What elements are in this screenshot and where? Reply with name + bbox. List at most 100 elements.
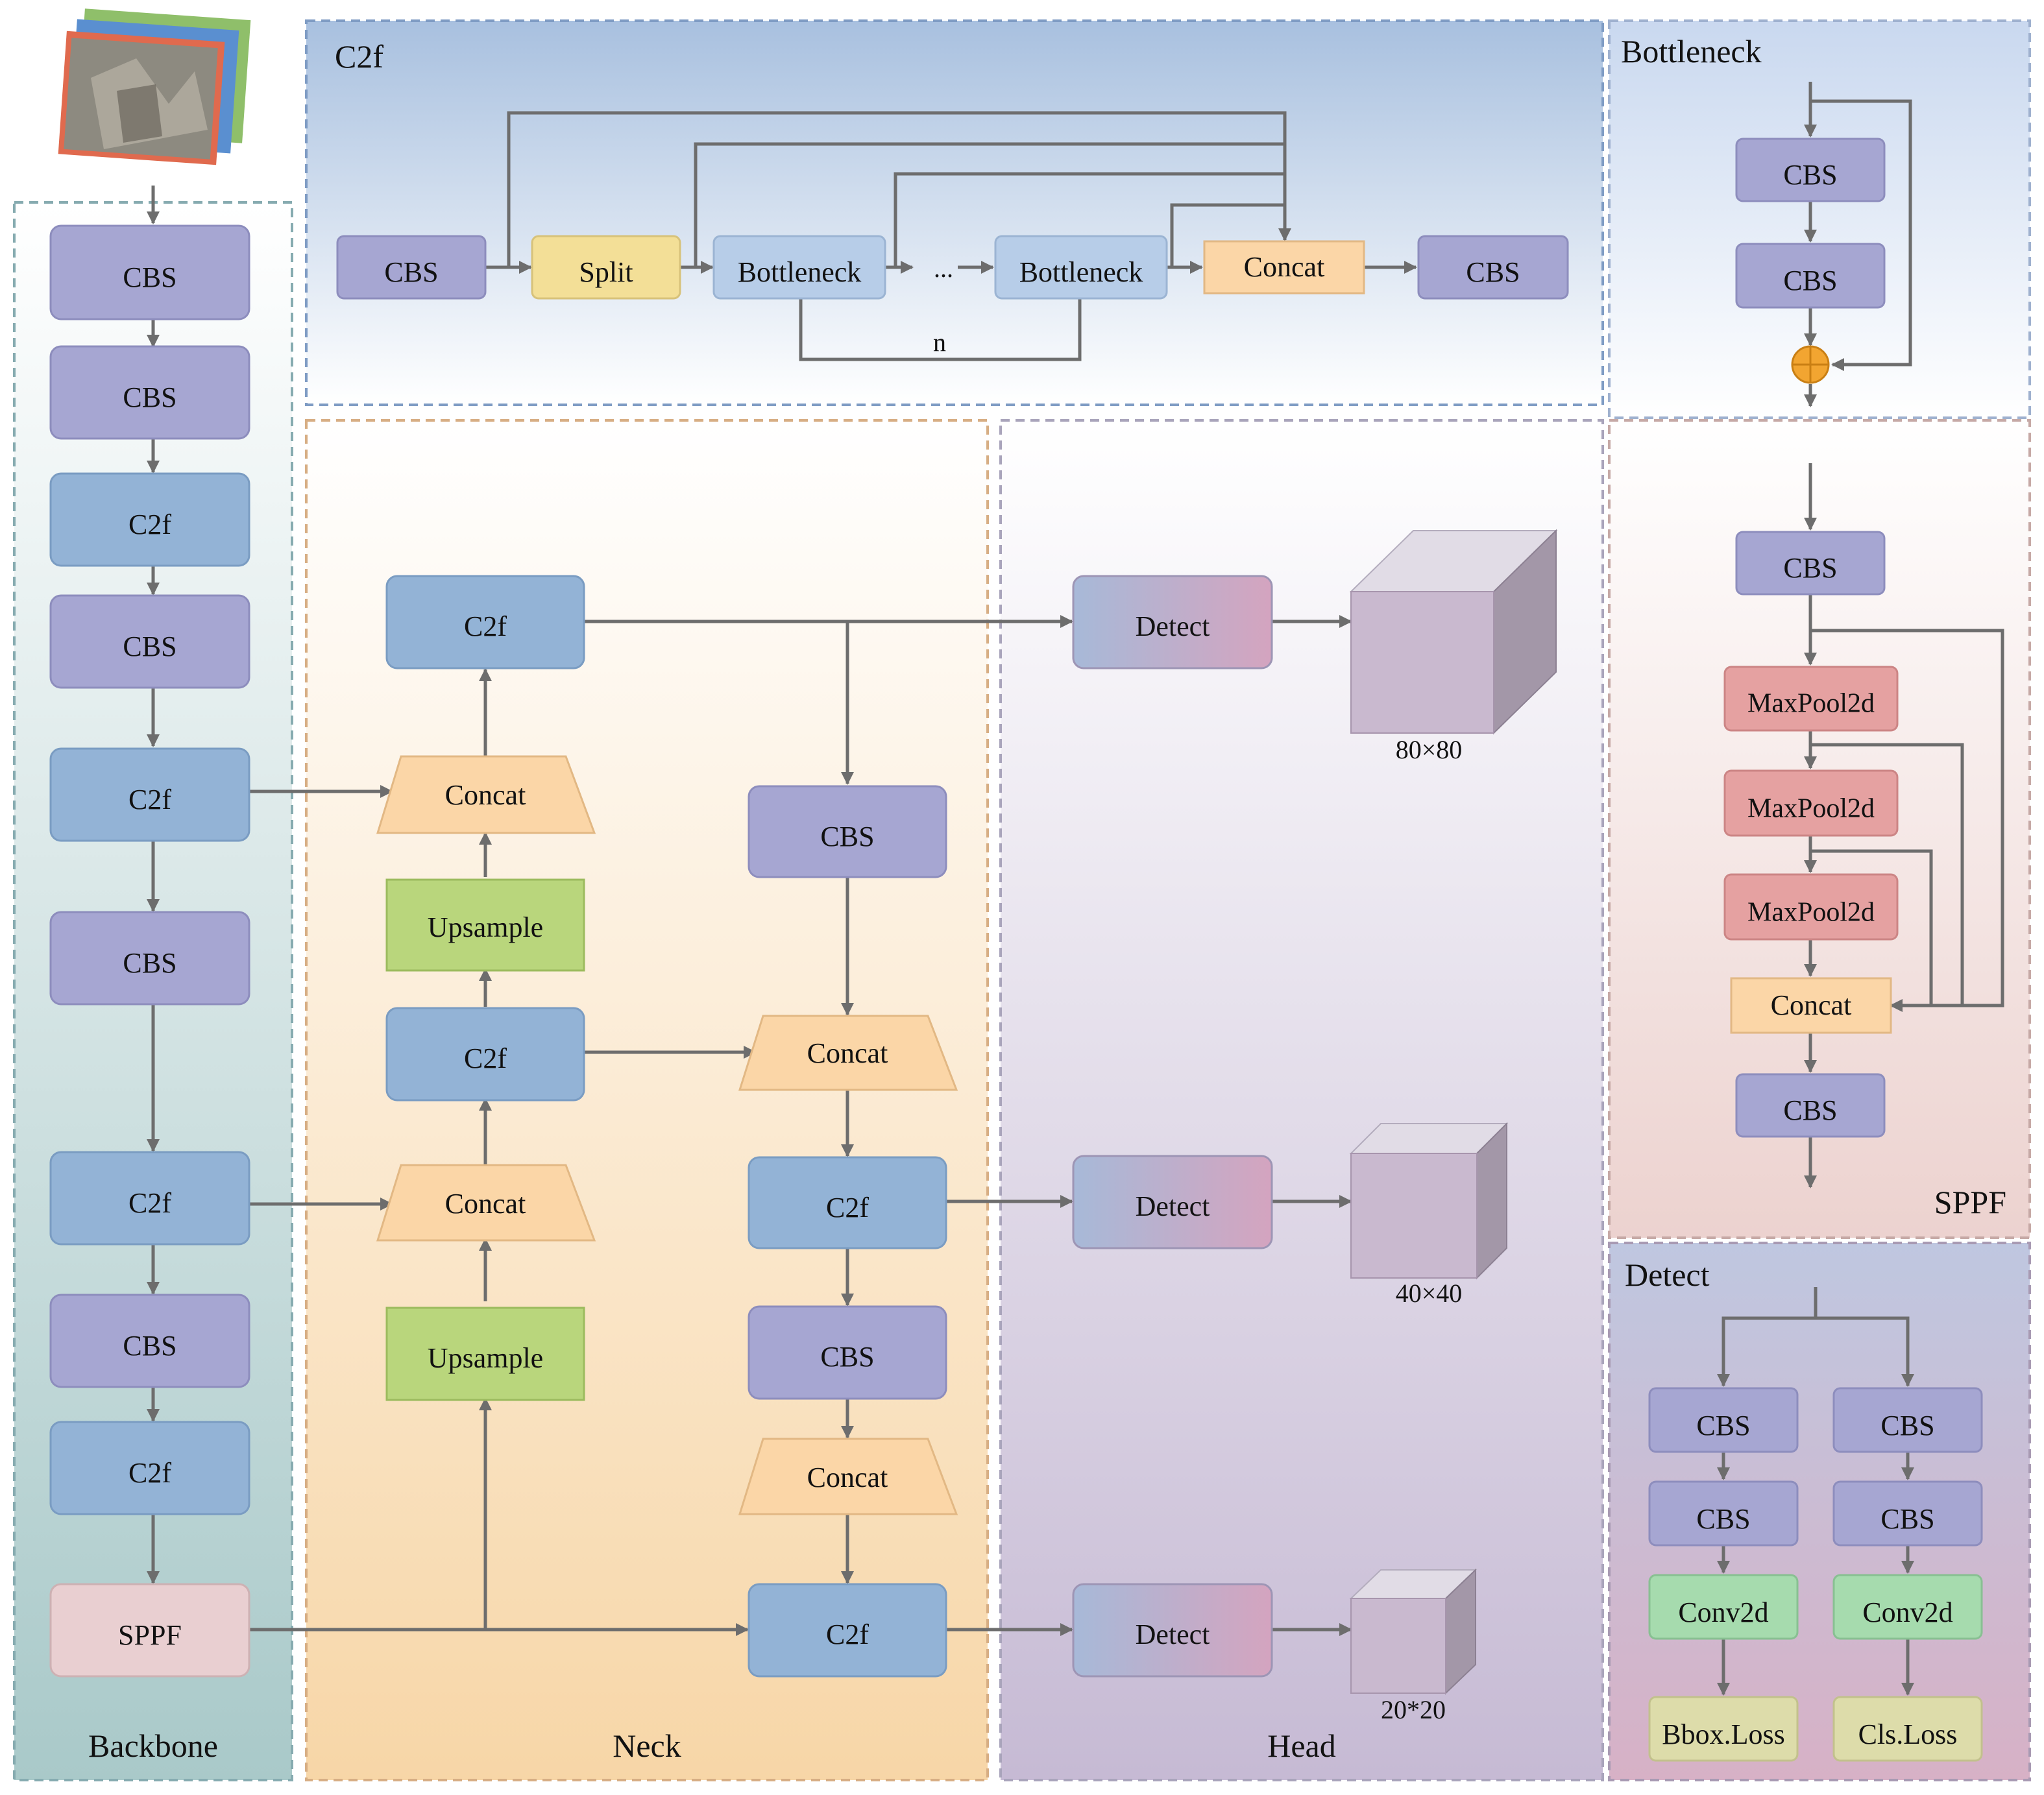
backbone-block-7: [49, 1151, 250, 1246]
head-detect-3: [1072, 1583, 1273, 1678]
c2f-repeat-label: n: [933, 328, 946, 357]
neck-c2f-r1: [748, 1156, 947, 1249]
c2f-module: CBS Split Bottleneck ... Bottleneck Conc…: [336, 235, 1569, 357]
head-detect-3-label: Detect: [1136, 1619, 1210, 1650]
detect-cls-loss: [1832, 1696, 1983, 1762]
sppf-cbs-in-label: CBS: [1783, 552, 1837, 584]
sppf-maxpool-2: [1723, 769, 1899, 837]
detect-left-cbs-2-label: CBS: [1696, 1503, 1750, 1535]
neck-c2f-r1-label: C2f: [826, 1192, 869, 1223]
backbone-block-8-label: CBS: [123, 1330, 176, 1362]
neck-upsample-2: [385, 1307, 585, 1401]
head-detect-1: [1072, 575, 1273, 669]
c2f-split: [531, 235, 681, 300]
backbone-block-1: [49, 224, 250, 320]
neck-concat-1: [376, 755, 596, 834]
neck-concat-3: [738, 1015, 958, 1091]
neck-upsample-2-label: Upsample: [428, 1342, 543, 1374]
sppf-concat-label: Concat: [1771, 989, 1852, 1021]
bottleneck-title: Bottleneck: [1621, 33, 1762, 69]
head-detect-1-label: Detect: [1136, 610, 1210, 642]
c2f-concat: [1203, 240, 1365, 295]
neck-cbs-1: [748, 785, 947, 878]
backbone-block-4: [49, 594, 250, 689]
backbone-block-5: [49, 747, 250, 842]
neck-c2f-r2-label: C2f: [826, 1619, 869, 1650]
backbone-block-1-label: CBS: [123, 261, 176, 293]
c2f-cbs-in: [336, 235, 487, 300]
detect-left-conv2d-label: Conv2d: [1678, 1596, 1768, 1628]
output-cube-20: [1349, 1568, 1478, 1695]
neck-title: Neck: [613, 1728, 681, 1764]
sppf-maxpool-3: [1723, 873, 1899, 941]
output-size-40: 40×40: [1396, 1279, 1463, 1308]
sppf-maxpool-3-label: MaxPool2d: [1747, 898, 1875, 928]
backbone-block-9-label: C2f: [128, 1457, 171, 1489]
backbone-block-6: [49, 911, 250, 1006]
backbone-block-4-label: CBS: [123, 631, 176, 662]
c2f-bottleneck-b: [994, 235, 1168, 300]
detect-left-cbs-1-label: CBS: [1696, 1410, 1750, 1441]
backbone-block-7-label: C2f: [128, 1187, 171, 1219]
sppf-concat: [1730, 977, 1892, 1034]
neck-cbs-2: [748, 1305, 947, 1400]
bottleneck-cbs-2: [1735, 243, 1886, 309]
backbone-block-9: [49, 1421, 250, 1515]
c2f-concat-label: Concat: [1244, 251, 1325, 283]
neck-concat-2-label: Concat: [445, 1188, 526, 1220]
sppf-maxpool-1: [1723, 666, 1899, 732]
neck-concat-1-label: Concat: [445, 779, 526, 811]
neck-upsample-1-label: Upsample: [428, 911, 543, 943]
output-cube-40: [1349, 1122, 1509, 1280]
detect-left-conv2d: [1648, 1574, 1799, 1640]
detect-right-cbs-2-label: CBS: [1880, 1503, 1934, 1535]
head-title: Head: [1267, 1728, 1336, 1764]
backbone-block-8: [49, 1294, 250, 1388]
backbone-block-6-label: CBS: [123, 947, 176, 979]
neck-concat-4-label: Concat: [807, 1462, 888, 1493]
output-size-80: 80×80: [1396, 735, 1463, 764]
detect-right-cbs-1-label: CBS: [1880, 1410, 1934, 1441]
backbone-block-2-label: CBS: [123, 381, 176, 413]
detect-right-cbs-1: [1832, 1387, 1983, 1453]
neck-blocks: C2f Concat Upsample C2f Concat Upsample …: [376, 575, 958, 1678]
c2f-title: C2f: [335, 38, 383, 75]
sppf-cbs-out-label: CBS: [1783, 1094, 1837, 1126]
detect-module: CBS CBS Conv2d Bbox.Loss CBS CBS Conv2d …: [1648, 1387, 1983, 1762]
input-image-icon: [58, 8, 251, 165]
bottleneck-cbs-1-label: CBS: [1783, 159, 1837, 191]
sppf-cbs-out: [1735, 1073, 1886, 1138]
backbone-block-5-label: C2f: [128, 784, 171, 815]
neck-concat-3-label: Concat: [807, 1037, 888, 1069]
c2f-panel: [305, 19, 1604, 406]
detect-right-conv2d: [1832, 1574, 1983, 1640]
c2f-ellipsis: ...: [934, 254, 953, 283]
detect-bbox-loss-label: Bbox.Loss: [1662, 1718, 1784, 1750]
neck-c2f-mid: [385, 1007, 585, 1102]
sppf-cbs-in: [1735, 531, 1886, 596]
c2f-bottleneck-a-label: Bottleneck: [738, 256, 862, 288]
head-detect-2-label: Detect: [1136, 1190, 1210, 1222]
sppf-title: SPPF: [1934, 1184, 2006, 1220]
neck-c2f-top-label: C2f: [464, 610, 507, 642]
backbone-title: Backbone: [88, 1728, 218, 1764]
detect-left-cbs-2: [1648, 1480, 1799, 1547]
backbone-block-3: [49, 472, 250, 567]
bottleneck-cbs-2-label: CBS: [1783, 265, 1837, 296]
output-size-20: 20*20: [1381, 1695, 1446, 1724]
neck-cbs-1-label: CBS: [820, 821, 874, 852]
neck-concat-2: [376, 1164, 596, 1242]
sppf-maxpool-1-label: MaxPool2d: [1747, 689, 1875, 719]
head-detect-2: [1072, 1155, 1273, 1249]
detect-left-cbs-1: [1648, 1387, 1799, 1453]
neck-cbs-2-label: CBS: [820, 1341, 874, 1373]
bottleneck-cbs-1: [1735, 138, 1886, 202]
backbone-block-10-label: SPPF: [118, 1619, 182, 1651]
bottleneck-module: CBS CBS: [1735, 138, 1886, 384]
sppf-module: CBS MaxPool2d MaxPool2d MaxPool2d Concat…: [1723, 531, 1899, 1138]
detect-cls-loss-label: Cls.Loss: [1858, 1718, 1958, 1750]
neck-c2f-r2: [748, 1583, 947, 1678]
neck-c2f-mid-label: C2f: [464, 1042, 507, 1074]
detect-right-conv2d-label: Conv2d: [1862, 1596, 1953, 1628]
